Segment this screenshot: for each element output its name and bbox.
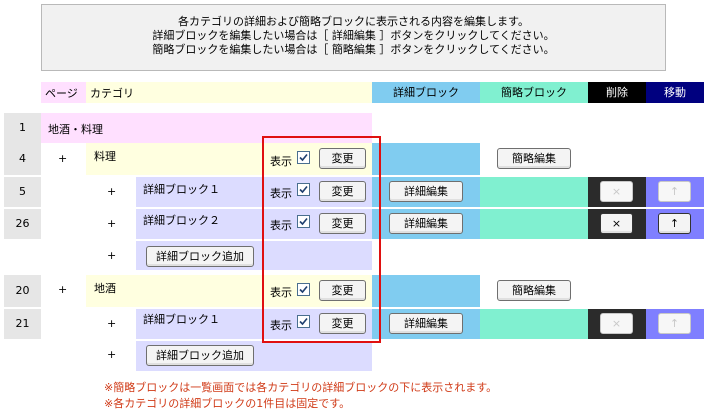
- note-line: ※各カテゴリの詳細ブロックの1件目は固定です。: [104, 397, 351, 410]
- highlight-box: [262, 136, 381, 343]
- category-name: 料理: [94, 150, 116, 163]
- header-detail-block: 詳細ブロック: [372, 82, 480, 103]
- change-button[interactable]: 変更: [319, 213, 366, 234]
- show-checkbox[interactable]: [297, 215, 310, 228]
- change-button[interactable]: 変更: [319, 280, 366, 301]
- row-number: 5: [4, 177, 41, 207]
- expand-toggle[interactable]: +: [58, 283, 68, 296]
- show-checkbox[interactable]: [297, 283, 310, 296]
- note-line: ※簡略ブロックは一覧画面では各カテゴリの詳細ブロックの下に表示されます。: [104, 381, 498, 394]
- row-number: 21: [4, 309, 41, 339]
- row-number: 20: [4, 275, 41, 307]
- expand-toggle[interactable]: +: [107, 217, 117, 230]
- move-up-button[interactable]: ↑: [658, 181, 691, 202]
- add-detail-block-button[interactable]: 詳細ブロック追加: [146, 345, 254, 366]
- show-checkbox[interactable]: [297, 151, 310, 164]
- simple-edit-button[interactable]: 簡略編集: [497, 280, 571, 301]
- simple-edit-button[interactable]: 簡略編集: [497, 148, 571, 169]
- detail-edit-button[interactable]: 詳細編集: [389, 213, 463, 234]
- block-name: 詳細ブロック１: [143, 313, 220, 326]
- expand-toggle[interactable]: +: [58, 152, 68, 165]
- row-number: 1: [4, 113, 41, 143]
- expand-toggle[interactable]: +: [107, 249, 117, 262]
- move-up-button[interactable]: ↑: [658, 213, 691, 234]
- change-button[interactable]: 変更: [319, 181, 366, 202]
- change-button[interactable]: 変更: [319, 148, 366, 169]
- expand-toggle[interactable]: +: [107, 348, 117, 361]
- header-simple-block: 簡略ブロック: [480, 82, 588, 103]
- change-button[interactable]: 変更: [319, 313, 366, 334]
- simple-block-cell: [480, 309, 588, 339]
- block-name: 詳細ブロック２: [143, 214, 220, 227]
- header-move: 移動: [646, 82, 704, 103]
- simple-block-cell: [480, 209, 588, 239]
- simple-block-cell: [480, 177, 588, 207]
- show-label: 表示: [270, 187, 292, 200]
- move-up-button[interactable]: ↑: [658, 313, 691, 334]
- add-detail-block-button[interactable]: 詳細ブロック追加: [146, 246, 254, 267]
- instruction-line: 各カテゴリの詳細および簡略ブロックに表示される内容を編集します。: [178, 15, 529, 28]
- detail-block-cell: [372, 143, 480, 175]
- show-checkbox[interactable]: [297, 315, 310, 328]
- row-number: 26: [4, 209, 41, 239]
- detail-edit-button[interactable]: 詳細編集: [389, 313, 463, 334]
- show-label: 表示: [270, 219, 292, 232]
- top-category-row: 地酒・料理: [41, 113, 372, 143]
- header-delete: 削除: [588, 82, 646, 103]
- block-name: 詳細ブロック１: [143, 183, 220, 196]
- show-label: 表示: [270, 286, 292, 299]
- category-name: 地酒: [94, 282, 116, 295]
- show-label: 表示: [270, 319, 292, 332]
- expand-toggle[interactable]: +: [107, 317, 117, 330]
- expand-toggle[interactable]: +: [107, 185, 117, 198]
- row-number: 4: [4, 143, 41, 175]
- show-label: 表示: [270, 155, 292, 168]
- delete-button[interactable]: ×: [600, 181, 633, 202]
- instruction-line: 簡略ブロックを編集したい場合は［ 簡略編集 ］ボタンをクリックしてください。: [152, 43, 555, 56]
- detail-edit-button[interactable]: 詳細編集: [389, 181, 463, 202]
- header-category: カテゴリ: [86, 82, 372, 103]
- instruction-box: 各カテゴリの詳細および簡略ブロックに表示される内容を編集します。 詳細ブロックを…: [41, 4, 666, 71]
- instruction-line: 詳細ブロックを編集したい場合は［ 詳細編集 ］ボタンをクリックしてください。: [152, 29, 555, 42]
- delete-button[interactable]: ×: [600, 213, 633, 234]
- category-name: 地酒・料理: [48, 123, 103, 136]
- show-checkbox[interactable]: [297, 183, 310, 196]
- delete-button[interactable]: ×: [600, 313, 633, 334]
- detail-block-cell: [372, 275, 480, 307]
- header-page: ページ: [41, 82, 86, 103]
